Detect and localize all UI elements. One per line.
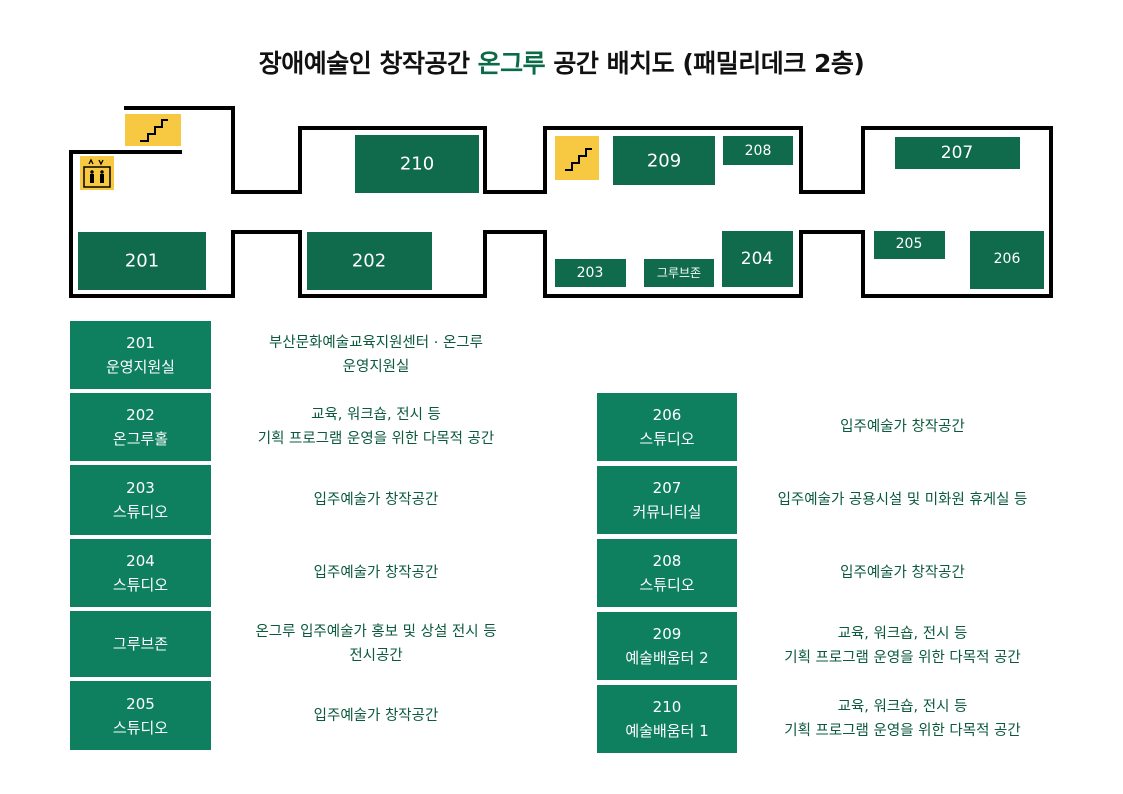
legend-desc: 온그루 입주예술가 홍보 및 상설 전시 등 전시공간 (240, 611, 512, 677)
legend-desc-line: 입주예술가 공용시설 및 미화원 휴게실 등 (777, 492, 1028, 508)
room-202-label: 202 (352, 251, 386, 272)
legend-desc-line: 교육, 워크숍, 전시 등 (837, 699, 968, 715)
legend-box-207: 207 커뮤니티실 (597, 466, 737, 534)
legend-desc-line: 운영지원실 (342, 359, 410, 375)
legend-name: 스튜디오 (112, 503, 169, 521)
legend-desc-line: 교육, 워크숍, 전시 등 (311, 407, 441, 423)
legend-box-grubzone: 그루브존 (70, 611, 211, 677)
legend-code: 205 (126, 694, 155, 713)
legend-desc-line: 기획 프로그램 운영을 위한 다목적 공간 (784, 650, 1021, 666)
room-204[interactable]: 204 (722, 231, 793, 287)
legend-code: 210 (652, 698, 682, 716)
room-206[interactable]: 206 (970, 231, 1044, 289)
legend-desc: 교육, 워크숍, 전시 등 기획 프로그램 운영을 위한 다목적 공간 (760, 612, 1045, 680)
legend-code: 208 (652, 552, 682, 570)
legend-name: 스튜디오 (639, 430, 695, 448)
room-201-label: 201 (125, 251, 159, 272)
legend-desc-line: 입주예술가 창작공간 (840, 565, 965, 581)
room-203[interactable]: 203 (555, 259, 626, 287)
legend-code: 209 (652, 625, 682, 643)
legend-box-205: 205 스튜디오 (70, 681, 211, 750)
room-205[interactable]: 205 (874, 231, 945, 259)
legend-desc-line: 전시공간 (349, 648, 403, 664)
legend-desc-line: 입주예술가 창작공간 (840, 419, 965, 435)
room-210[interactable]: 210 (355, 135, 479, 193)
legend-desc-line: 온그루 입주예술가 홍보 및 상설 전시 등 (255, 624, 497, 640)
legend-desc: 입주예술가 창작공간 (240, 681, 512, 750)
legend-name: 예술배움터 2 (625, 649, 709, 667)
legend-desc: 입주예술가 창작공간 (240, 465, 512, 535)
legend-code: 201 (126, 334, 155, 352)
legend-box-203: 203 스튜디오 (70, 465, 211, 535)
legend-desc: 교육, 워크숍, 전시 등 기획 프로그램 운영을 위한 다목적 공간 (240, 393, 512, 461)
room-205-label: 205 (896, 236, 923, 252)
legend-desc: 입주예술가 창작공간 (760, 539, 1045, 607)
stairs-icon (555, 136, 599, 180)
legend-box-204: 204 스튜디오 (70, 539, 211, 607)
legend-desc-line: 기획 프로그램 운영을 위한 다목적 공간 (784, 723, 1021, 739)
room-207[interactable]: 207 (895, 137, 1020, 169)
legend-box-206: 206 스튜디오 (597, 393, 737, 461)
legend-name: 스튜디오 (639, 576, 695, 594)
legend-name: 운영지원실 (105, 358, 175, 376)
legend-name: 스튜디오 (112, 576, 169, 594)
stairs-icon (125, 114, 181, 146)
room-201[interactable]: 201 (78, 232, 206, 290)
room-209-label: 209 (647, 151, 681, 172)
legend-box-201: 201 운영지원실 (70, 321, 211, 389)
legend-code: 204 (126, 552, 155, 570)
title-suffix: 공간 배치도 (패밀리데크 2층) (553, 49, 865, 78)
page-title: 장애예술인 창작공간 온그루 공간 배치도 (패밀리데크 2층) (0, 44, 1123, 80)
title-prefix: 장애예술인 창작공간 (258, 49, 470, 78)
legend-desc-line: 입주예술가 창작공간 (313, 707, 439, 724)
room-204-label: 204 (741, 249, 773, 269)
legend-code: 202 (126, 406, 155, 424)
legend-box-208: 208 스튜디오 (597, 539, 737, 607)
room-203-label: 203 (577, 265, 604, 281)
legend-name: 예술배움터 1 (625, 722, 709, 740)
legend-box-202: 202 온그루홀 (70, 393, 211, 461)
legend-desc-line: 입주예술가 창작공간 (313, 565, 439, 581)
legend-code: 206 (652, 406, 682, 424)
room-206-label: 206 (994, 251, 1021, 267)
room-207-label: 207 (941, 143, 973, 163)
room-209[interactable]: 209 (613, 136, 715, 185)
legend-box-210: 210 예술배움터 1 (597, 685, 737, 753)
legend-desc: 입주예술가 창작공간 (240, 539, 512, 607)
legend-name: 스튜디오 (112, 718, 169, 737)
legend-name: 온그루홀 (112, 430, 169, 448)
room-208-label: 208 (745, 143, 772, 159)
legend-box-209: 209 예술배움터 2 (597, 612, 737, 680)
legend-desc-line: 교육, 워크숍, 전시 등 (837, 626, 968, 642)
floor-plan: 201 202 210 209 208 203 그루브존 204 207 205… (69, 106, 1053, 298)
legend-name: 커뮤니티실 (632, 503, 702, 521)
legend-desc: 입주예술가 창작공간 (760, 393, 1045, 461)
legend-desc: 부산문화예술교육지원센터 · 온그루 운영지원실 (240, 321, 512, 389)
walls (69, 106, 1053, 298)
room-208[interactable]: 208 (723, 136, 793, 165)
legend-code: 207 (652, 479, 682, 497)
legend-desc: 교육, 워크숍, 전시 등 기획 프로그램 운영을 위한 다목적 공간 (760, 685, 1045, 753)
legend-name: 그루브존 (112, 635, 169, 653)
legend-code: 203 (126, 479, 155, 497)
legend-desc-line: 부산문화예술교육지원센터 · 온그루 (269, 335, 483, 351)
legend-desc-line: 기획 프로그램 운영을 위한 다목적 공간 (257, 431, 495, 447)
elevator-icon (80, 156, 114, 190)
legend-desc-line: 입주예술가 창작공간 (313, 492, 439, 508)
grubzone[interactable]: 그루브존 (644, 259, 714, 287)
grubzone-label: 그루브존 (657, 266, 701, 280)
title-accent: 온그루 (477, 49, 546, 78)
legend-desc: 입주예술가 공용시설 및 미화원 휴게실 등 (760, 466, 1045, 534)
room-210-label: 210 (400, 154, 434, 175)
room-202[interactable]: 202 (307, 232, 432, 290)
